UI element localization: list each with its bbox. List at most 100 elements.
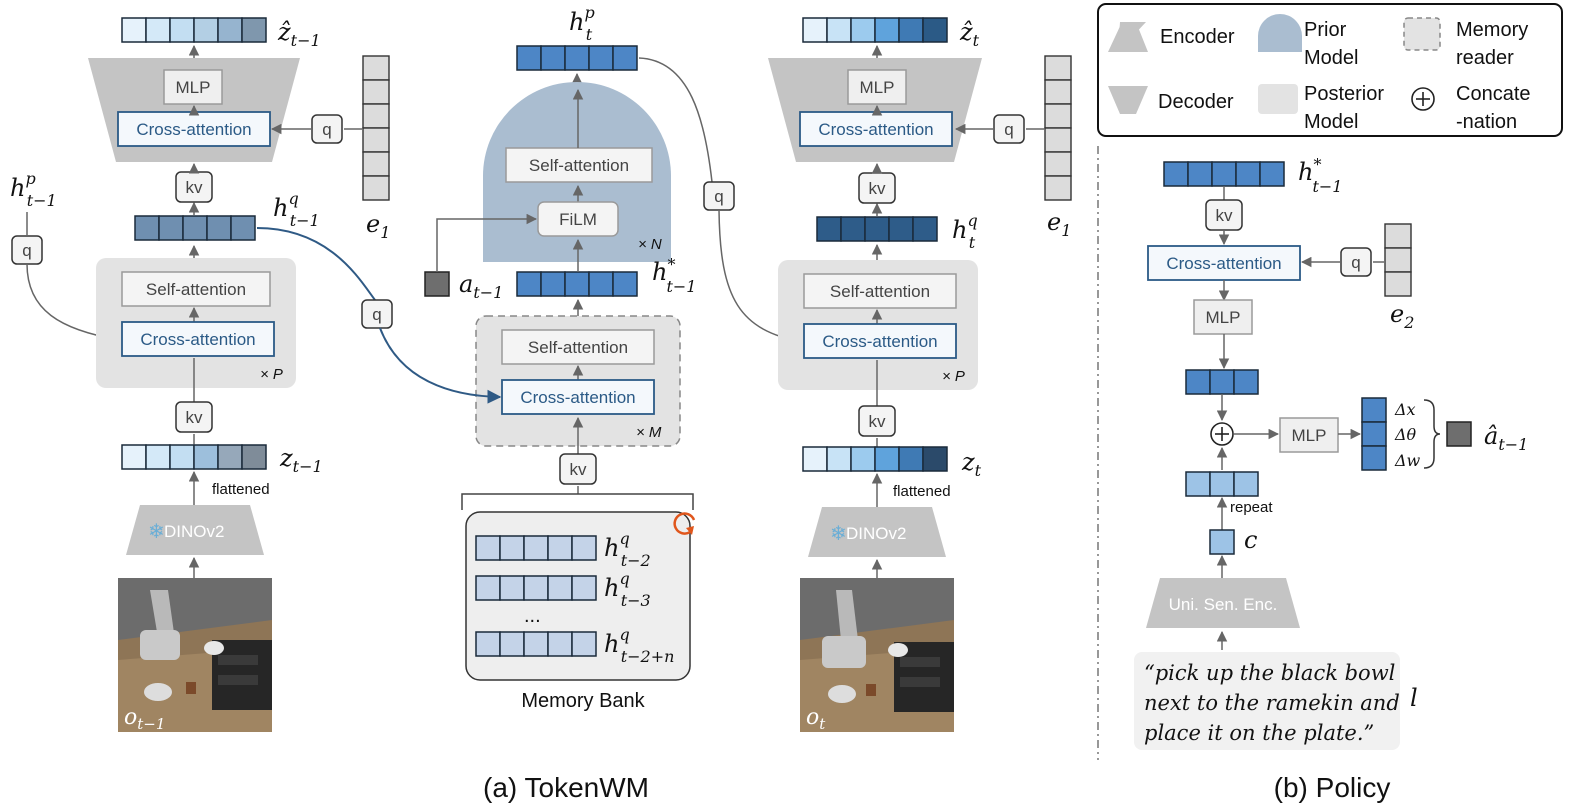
svg-text:kv: kv [1216,206,1234,225]
concat-icon [1411,87,1435,111]
left-e1-token [362,55,390,201]
svg-text:...: ... [524,605,541,627]
svg-text:kv: kv [570,460,588,479]
svg-text:place it on the plate.”: place it on the plate.” [1144,721,1374,745]
legend-prior-swatch [1258,14,1302,52]
svg-text:next to the ramekin and: next to the ramekin and [1144,691,1400,715]
svg-text:hqt: hqt [952,211,978,252]
right-z-token [802,446,948,472]
left-self-attention [121,271,271,307]
left-kv-bottom [175,401,213,433]
memory-kv [559,453,597,485]
right-cross-attention [803,323,957,359]
action-token [424,271,450,297]
svg-text:ot: ot [806,705,826,733]
policy-output-token [1446,421,1472,447]
svg-text:MLP: MLP [176,78,211,97]
svg-text:zt: zt [961,448,982,480]
policy-action-token [1361,397,1387,471]
svg-text:ẑt−1: ẑt−1 [277,18,321,50]
left-cross-attention [121,321,275,357]
prior-output-token [516,45,638,71]
svg-text:MLP: MLP [1292,426,1327,445]
svg-text:e2: e2 [1390,300,1414,332]
prior-self-attention [505,147,653,183]
svg-text:q: q [1351,253,1360,272]
refresh-icon [673,512,696,535]
svg-text:ẑt: ẑt [959,18,980,50]
svg-text:Δθ: Δθ [1394,425,1417,444]
policy-brace [1423,399,1441,469]
svg-text:ât−1: ât−1 [1484,422,1528,454]
memory-bank-label: Memory Bank [521,690,645,712]
z-hat-prev-label: ẑ [277,18,291,46]
svg-text:q: q [372,305,381,324]
tokenwm-caption: (a) TokenWM [483,772,649,803]
policy-instruction-box [1134,652,1400,750]
left-top-cross-attention [117,111,271,147]
left-hq-token [134,215,256,241]
svg-text:Δw: Δw [1394,451,1421,470]
svg-text:Memory: Memory [1456,19,1528,41]
memory-self-attention [501,329,655,365]
svg-text:Model: Model [1304,47,1358,69]
policy-caption: (b) Policy [1274,772,1391,803]
svg-text:hqt−2: hqt−2 [604,529,651,570]
z-hat-prev-token [121,17,267,43]
right-column: ẑt MLP Cross-attention q e1 kv [768,17,1072,733]
svg-text:flattened: flattened [893,483,951,500]
policy-mlp-right [1279,417,1339,453]
policy-mlp-left [1193,299,1253,335]
svg-text:-nation: -nation [1456,111,1517,133]
svg-text:hpt: hpt [569,3,595,44]
svg-text:h*t−1: h*t−1 [1298,155,1342,196]
svg-text:e1: e1 [366,210,390,242]
snowflake-icon: ❄ [830,521,847,545]
policy-e2-token [1384,223,1412,297]
right-kv-bottom [858,405,896,437]
svg-text:Cross-attention: Cross-attention [520,388,635,407]
right-mlp [847,69,907,105]
svg-text:e1: e1 [1047,208,1071,240]
svg-text:q: q [22,241,31,260]
right-observation-image: ot [800,578,954,733]
policy-hstar-token [1163,161,1285,187]
svg-text:hqt−3: hqt−3 [604,569,651,610]
svg-text:× N: × N [638,236,662,253]
svg-text:Decoder: Decoder [1158,91,1234,113]
svg-text:q: q [322,120,331,139]
svg-text:kv: kv [186,408,204,427]
svg-text:at−1: at−1 [459,270,503,302]
legend-posterior-swatch [1258,84,1298,114]
svg-text:MLP: MLP [1206,308,1241,327]
svg-text:flattened: flattened [212,481,270,498]
svg-text:reader: reader [1456,47,1514,69]
right-hq-token [816,216,938,242]
svg-text:Self-attention: Self-attention [146,280,246,299]
policy-mid-token [1185,369,1259,395]
left-column: ẑt−1 MLP Cross-attention q e1 kv [10,17,390,733]
policy-cross-attention [1147,245,1301,281]
legend-decoder-swatch [1108,86,1148,114]
svg-text:hqt−1: hqt−1 [273,189,320,230]
memory-output-token [516,271,638,297]
bank-item [475,631,597,657]
memory-bracket [461,493,694,510]
svg-text:Cross-attention: Cross-attention [140,330,255,349]
svg-text:× P: × P [942,368,965,385]
right-e1-token [1044,55,1072,201]
svg-text:q: q [1004,120,1013,139]
memory-cross-attention [501,379,655,415]
policy-sentence-encoder [1146,578,1300,628]
svg-text:Self-attention: Self-attention [529,156,629,175]
svg-text:Cross-attention: Cross-attention [822,332,937,351]
right-dinov2-encoder [808,507,946,557]
svg-text:Model: Model [1304,111,1358,133]
svg-text:Uni. Sen. Enc.: Uni. Sen. Enc. [1169,595,1278,614]
right-self-attention [803,273,957,309]
right-top-cross-attention [799,111,953,147]
svg-text:repeat: repeat [1230,499,1273,516]
svg-text:c: c [1244,526,1257,554]
svg-text:Concate: Concate [1456,83,1531,105]
